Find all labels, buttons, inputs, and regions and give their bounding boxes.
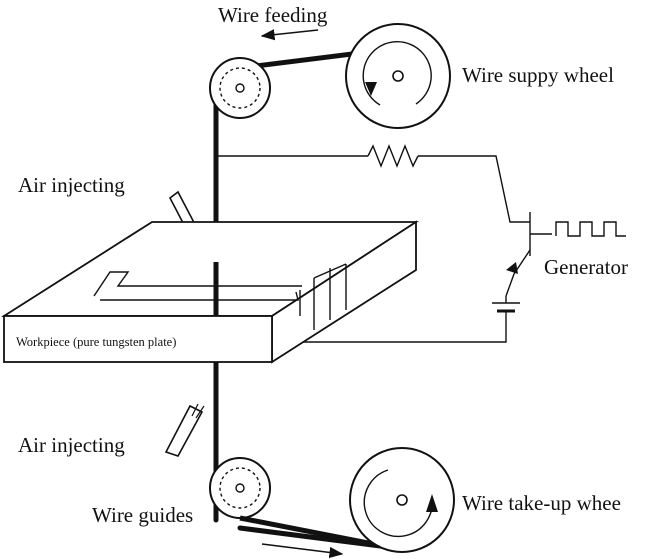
air-nozzle-bottom <box>164 403 205 457</box>
upper-wire-guide <box>209 57 271 119</box>
generator-label: Generator <box>544 255 628 279</box>
lower-wire-guide <box>209 457 271 519</box>
supply-rotation-arrow-icon <box>365 82 377 96</box>
resistor-icon <box>367 144 419 168</box>
workpiece-plate <box>0 220 420 364</box>
wire-takeup-wheel <box>349 447 455 553</box>
wire-supply-wheel <box>345 23 451 129</box>
workpiece-label: Workpiece (pure tungsten plate) <box>16 335 176 349</box>
takeup-rotation-arrow-icon <box>426 494 438 512</box>
wire-supply-wheel-label: Wire suppy wheel <box>462 63 614 87</box>
wire-feeding-label: Wire feeding <box>218 3 328 27</box>
square-wave-icon <box>555 221 626 237</box>
wire-exit-arrow <box>261 543 344 558</box>
transistor-icon <box>506 262 518 274</box>
air-injecting-top-label: Air injecting <box>18 173 125 197</box>
wire-feeding-arrow <box>260 29 319 41</box>
air-injecting-bottom-label: Air injecting <box>18 433 125 457</box>
circuit-wiring <box>216 144 626 343</box>
wire-takeup-wheel-label: Wire take-up whee <box>462 491 621 515</box>
wire-guides-label: Wire guides <box>92 503 193 527</box>
